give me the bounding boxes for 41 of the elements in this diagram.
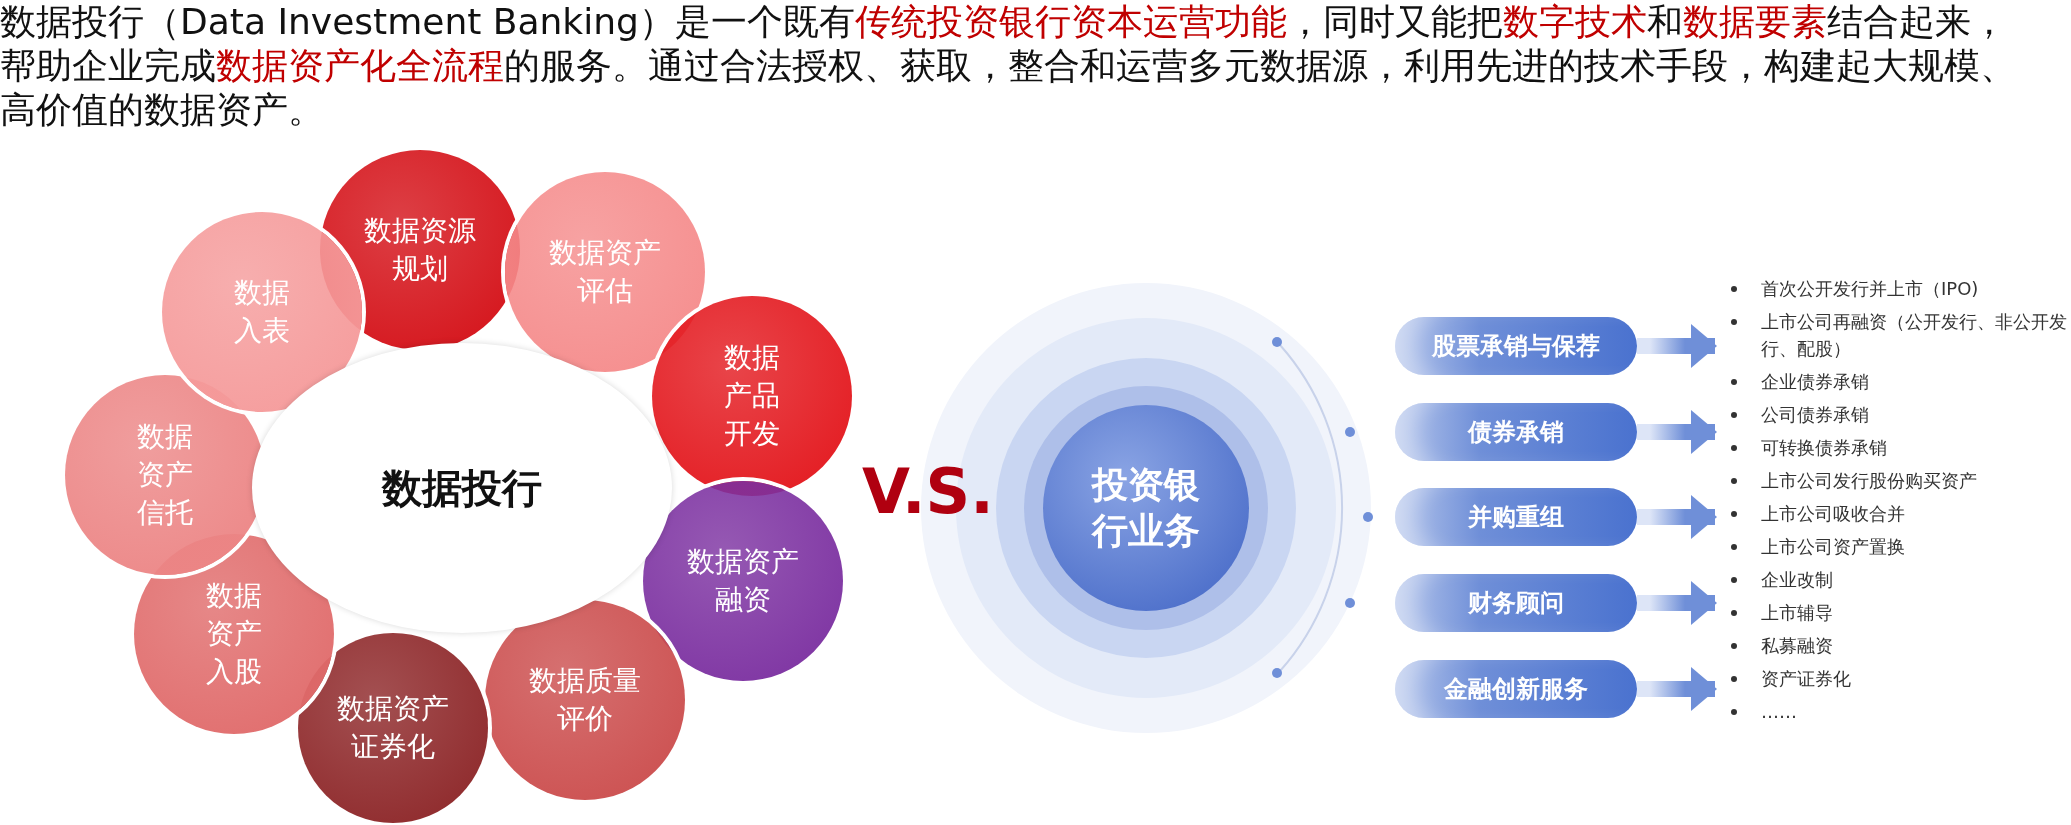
center-label: 投资银行业务 [1090,463,1201,553]
list-item: 企业改制 [1729,566,2071,593]
list-item: …… [1729,698,2071,725]
service-pill [1395,574,1637,632]
list-item: 上市公司再融资（公开发行、非公开发行、配股） [1729,308,2071,362]
service-pill [1395,317,1637,375]
arrow [1637,324,1717,368]
petal-label: 数据资产入股 [205,578,263,690]
petal-label: 数据资产信托 [136,419,194,531]
pill-label: 股票承销与保荐 [1432,331,1600,362]
list-item: 企业债券承销 [1729,368,2071,395]
pill-label: 债券承销 [1468,417,1564,448]
list-item: 首次公开发行并上市（IPO) [1729,275,2071,302]
list-item: 上市公司资产置换 [1729,533,2071,560]
center-label: 数据投行 [382,463,542,513]
arrow [1637,495,1717,539]
arrow [1637,410,1717,454]
petal-label: 数据资产评估 [548,235,662,309]
petal-label: 数据产品开发 [723,340,781,452]
petal-label: 数据入表 [233,275,291,349]
list-item: 上市公司吸收合并 [1729,500,2071,527]
petal-label: 数据资产证券化 [336,691,450,765]
intro-paragraph: 数据投行（Data Investment Banking）是一个既有传统投资银行资本运营功能，同时又能把数字技术和数据要素结合起来，帮助企业完成数据资产化全流程的服务。通过合法授权、获取，整合和运营多元数据源，利用先进的技术手段，构建起大规模、高价值的数据资产。 [0,0,2017,132]
list-item: 公司债券承销 [1729,401,2071,428]
service-pill [1395,660,1637,718]
service-pill [1395,488,1637,546]
pill-label: 并购重组 [1468,502,1564,533]
petal-label: 数据资产融资 [686,544,800,618]
arrow [1637,667,1717,711]
list-item: 资产证券化 [1729,665,2071,692]
service-pill [1395,403,1637,461]
arrow [1637,581,1717,625]
petal-label: 数据资源规划 [363,213,477,287]
list-item: 上市辅导 [1729,599,2071,626]
list-item: 私募融资 [1729,632,2071,659]
pill-label: 金融创新服务 [1444,674,1588,705]
versus-label: V.S. [862,455,994,528]
list-item: 上市公司发行股份购买资产 [1729,467,2071,494]
pill-label: 财务顾问 [1468,588,1564,619]
petal-label: 数据质量评价 [528,663,642,737]
list-item: 可转换债券承销 [1729,434,2071,461]
